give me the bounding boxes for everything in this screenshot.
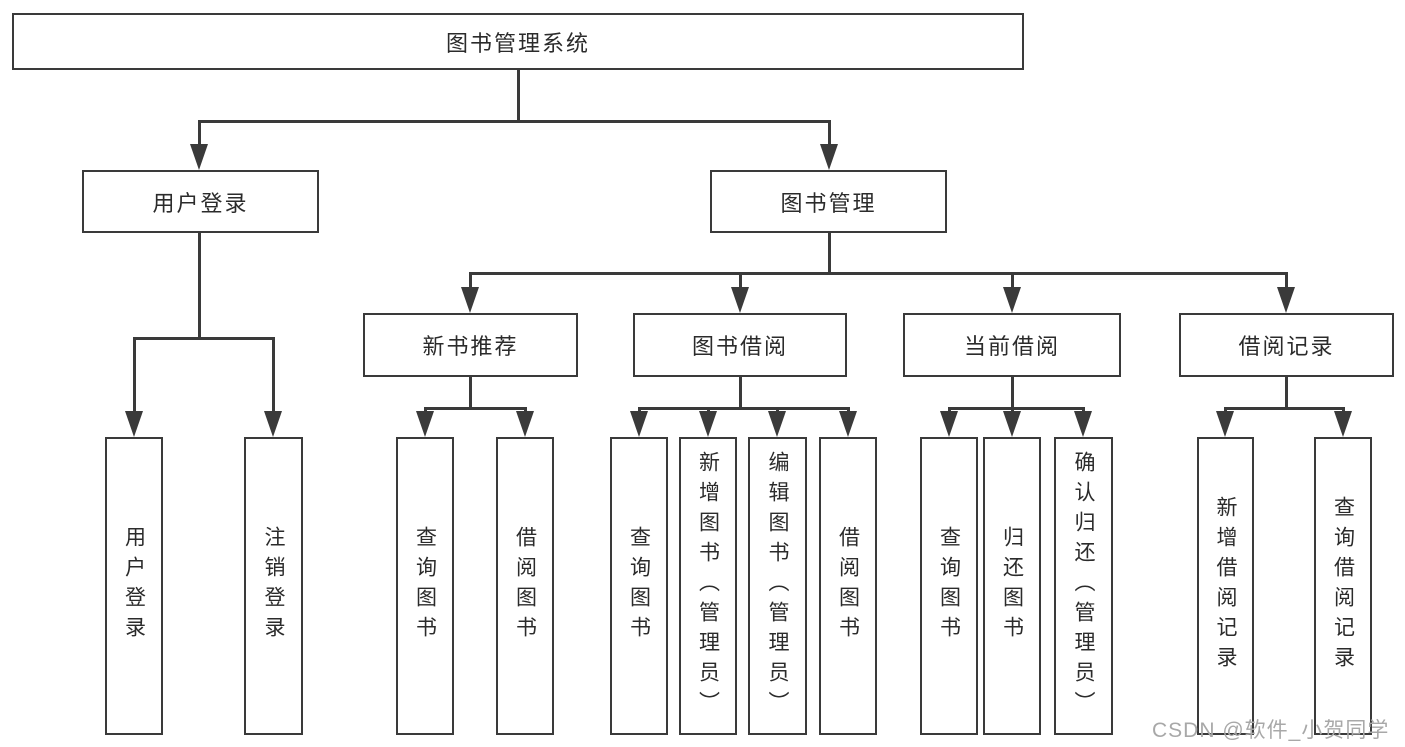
connector-branch-stem — [707, 407, 710, 413]
arrowhead-down-icon — [940, 411, 958, 437]
leaf-newbooks-borrow-books: 借阅图书 — [496, 437, 554, 735]
connector-branch-stem — [1342, 407, 1345, 413]
leaf-borrowing-borrow-books: 借阅图书 — [819, 437, 877, 735]
arrowhead-down-icon — [630, 411, 648, 437]
connector-current-bar — [948, 407, 1084, 410]
arrowhead-down-icon — [731, 287, 749, 313]
arrowhead-down-icon — [839, 411, 857, 437]
connector-branch-stem — [948, 407, 951, 413]
connector-branch-stem — [424, 407, 427, 413]
arrowhead-down-icon — [1277, 287, 1295, 313]
connector-branch-stem — [469, 272, 472, 288]
leaf-records-add-record: 新增借阅记录 — [1197, 437, 1254, 735]
leaf-borrowing-query-books: 查询图书 — [610, 437, 668, 735]
csdn-watermark: CSDN @软件_小贺同学 — [1152, 719, 1390, 742]
leaf-records-query-record: 查询借阅记录 — [1314, 437, 1372, 735]
node-borrowing-records: 借阅记录 — [1179, 313, 1394, 377]
connector-root-bar — [198, 120, 830, 123]
connector-bookmgmt-bar — [469, 272, 1287, 275]
arrowhead-down-icon — [461, 287, 479, 313]
connector-current-stem — [1011, 377, 1014, 408]
arrowhead-down-icon — [416, 411, 434, 437]
leaf-current-query-books: 查询图书 — [920, 437, 978, 735]
connector-branch-stem — [1224, 407, 1227, 413]
connector-branch-stem — [776, 407, 779, 413]
leaf-logout: 注销登录 — [244, 437, 303, 735]
connector-branch-stem — [272, 337, 275, 413]
connector-records-stem — [1285, 377, 1288, 408]
arrowhead-down-icon — [264, 411, 282, 437]
leaf-newbooks-query-books: 查询图书 — [396, 437, 454, 735]
leaf-user-login: 用户登录 — [105, 437, 163, 735]
connector-branch-stem — [524, 407, 527, 413]
arrowhead-down-icon — [1334, 411, 1352, 437]
node-current-borrowing: 当前借阅 — [903, 313, 1121, 377]
node-book-borrowing: 图书借阅 — [633, 313, 847, 377]
connector-branch-stem — [1011, 407, 1014, 413]
connector-root-stem — [517, 70, 520, 120]
arrowhead-down-icon — [1003, 411, 1021, 437]
leaf-borrowing-edit-book-admin: 编辑图书（管理员） — [748, 437, 807, 735]
arrowhead-down-icon — [190, 144, 208, 170]
node-library-management-system: 图书管理系统 — [12, 13, 1024, 70]
connector-branch-stem — [847, 407, 850, 413]
arrowhead-down-icon — [1074, 411, 1092, 437]
connector-userlogin-bar — [133, 337, 275, 340]
connector-branch-stem — [1011, 272, 1014, 288]
arrowhead-down-icon — [1003, 287, 1021, 313]
connector-branch-stem — [638, 407, 641, 413]
connector-branch-stem — [198, 120, 201, 146]
leaf-current-return-books: 归还图书 — [983, 437, 1041, 735]
arrowhead-down-icon — [516, 411, 534, 437]
connector-borrowing-bar — [638, 407, 849, 410]
leaf-borrowing-add-book-admin: 新增图书（管理员） — [679, 437, 737, 735]
arrowhead-down-icon — [1216, 411, 1234, 437]
connector-borrowing-stem — [739, 377, 742, 408]
connector-bookmgmt-stem — [828, 233, 831, 273]
connector-branch-stem — [1285, 272, 1288, 288]
connector-newbooks-bar — [424, 407, 526, 410]
node-book-management: 图书管理 — [710, 170, 947, 233]
arrowhead-down-icon — [125, 411, 143, 437]
arrowhead-down-icon — [820, 144, 838, 170]
connector-branch-stem — [828, 120, 831, 146]
arrowhead-down-icon — [699, 411, 717, 437]
connector-branch-stem — [1082, 407, 1085, 413]
node-new-book-recommendation: 新书推荐 — [363, 313, 578, 377]
connector-branch-stem — [133, 337, 136, 413]
arrowhead-down-icon — [768, 411, 786, 437]
node-user-login: 用户登录 — [82, 170, 319, 233]
connector-newbooks-stem — [469, 377, 472, 408]
leaf-current-confirm-return-admin: 确认归还（管理员） — [1054, 437, 1113, 735]
connector-records-bar — [1224, 407, 1344, 410]
connector-userlogin-stem — [198, 233, 201, 338]
connector-branch-stem — [739, 272, 742, 288]
